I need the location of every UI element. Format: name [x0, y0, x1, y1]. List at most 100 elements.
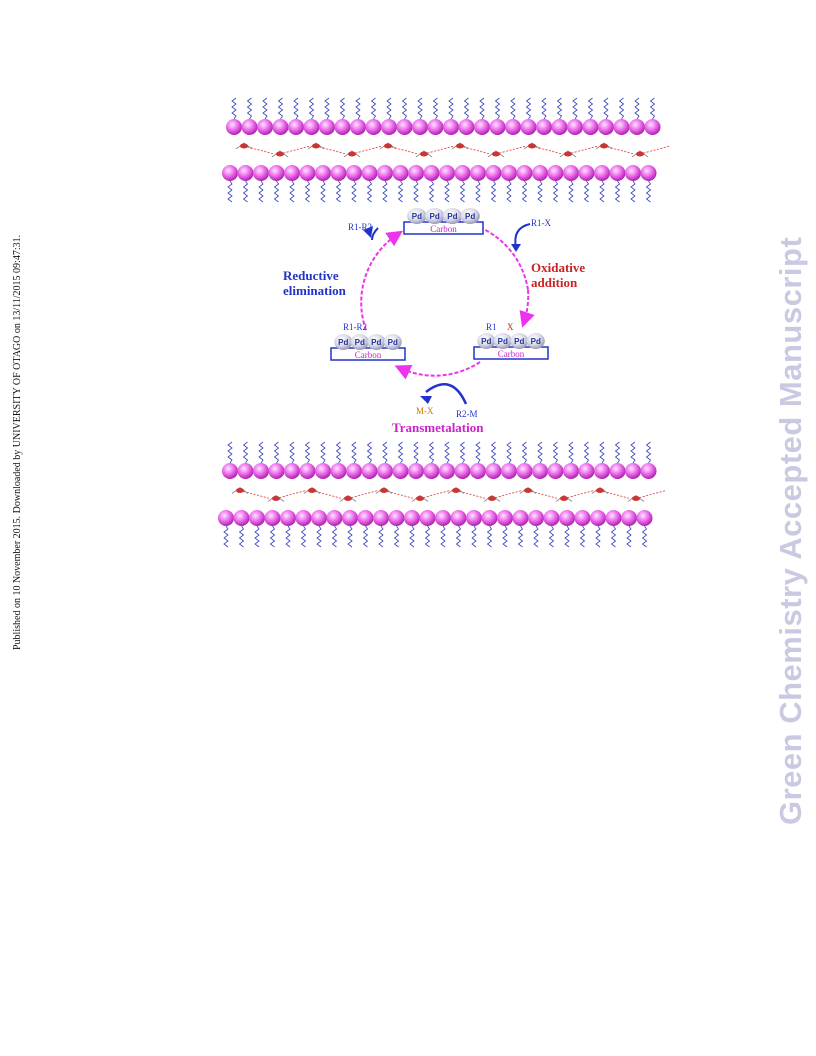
lipid-head [551, 119, 568, 135]
pd-label: Pd [355, 338, 365, 347]
lipid-tail [277, 97, 284, 120]
lipid-head [470, 463, 486, 479]
lipid-head [241, 119, 258, 135]
lipid-tail [552, 180, 559, 203]
lipid-head [311, 510, 327, 526]
interior-group [348, 151, 356, 157]
interior-link [531, 145, 563, 155]
lipid-tail [227, 441, 233, 464]
lipid-head [249, 510, 265, 526]
pd-label: Pd [481, 337, 491, 346]
pd-atom [334, 334, 353, 350]
lipid-tail [304, 441, 311, 464]
lipid-tail [246, 97, 253, 120]
interior-group [380, 488, 388, 493]
interior-molecule [379, 142, 397, 150]
lipid-tail [506, 441, 512, 464]
label-byproduct: M-X [416, 406, 434, 416]
interior-molecule [627, 495, 645, 502]
interior-group [384, 143, 392, 149]
interior-link [351, 145, 383, 155]
lipid-head [408, 463, 424, 479]
lipid-head [497, 510, 513, 526]
interior-molecule [519, 487, 537, 494]
lipid-tail [355, 97, 361, 120]
interior-link [455, 490, 487, 499]
lipid-tail [366, 441, 373, 464]
lipid-head [435, 510, 451, 526]
lipid-head [439, 165, 455, 181]
lipid-head [563, 463, 579, 479]
lipid-head [609, 165, 626, 181]
lipid-tail [382, 441, 388, 464]
lipid-head [609, 463, 626, 479]
interior-link [423, 145, 455, 155]
lipid-tail [378, 525, 384, 548]
lipid-head [501, 463, 517, 479]
lipid-head [636, 510, 653, 526]
lipid-tail [316, 525, 322, 548]
interior-group [456, 143, 464, 149]
carbon-support [330, 347, 406, 361]
label-elimination: elimination [283, 283, 347, 298]
interior-group [416, 496, 424, 501]
lipid-head [547, 165, 564, 181]
lipid-head [237, 165, 254, 181]
lipid-tail [293, 97, 299, 120]
lipid-tail [568, 180, 574, 203]
lipid-head [423, 165, 440, 181]
lipid-tail [444, 180, 450, 203]
lipid-head [357, 510, 374, 526]
lipid-tail [564, 525, 570, 548]
lipid-tail [448, 97, 454, 120]
lipid-head [396, 119, 413, 135]
lipid-head [284, 463, 300, 479]
lipid-head [625, 463, 641, 479]
lipid-tail [231, 97, 237, 120]
lipid-tail [413, 180, 419, 203]
lipid-head [439, 463, 455, 479]
lipid-head [598, 119, 614, 135]
lipid-tail [626, 525, 632, 548]
interior-molecule [411, 495, 429, 502]
lipid-head [315, 165, 331, 181]
interior-molecule [555, 495, 573, 502]
lipid-tail [393, 525, 400, 548]
lipid-tail [645, 180, 652, 203]
carbon-label: Carbon [430, 224, 457, 234]
lipid-tail [599, 441, 605, 464]
lipid-tail [475, 180, 481, 203]
interior-link [599, 490, 631, 499]
lipid-head [532, 165, 548, 181]
lipid-tail [502, 525, 508, 548]
lipid-head [404, 510, 420, 526]
membrane-bilayer-bottom [218, 441, 667, 548]
lipid-tail [351, 441, 357, 464]
interior-molecule [271, 150, 289, 158]
lipid-tail [370, 97, 377, 120]
interior-molecule [595, 142, 613, 150]
lipid-head [330, 463, 347, 479]
interior-link [383, 490, 415, 499]
lipid-head [454, 165, 471, 181]
interior-group [632, 496, 640, 501]
lipid-head [346, 463, 362, 479]
lipid-tail [486, 525, 493, 548]
lipid-tail [324, 97, 330, 120]
lipid-head [295, 510, 312, 526]
lipid-head [470, 165, 486, 181]
pd-label: Pd [531, 337, 541, 346]
lipid-head [481, 510, 498, 526]
lipid-head [516, 165, 533, 181]
lipid-head [373, 510, 389, 526]
lipid-head [582, 119, 599, 135]
carbon-label: Carbon [355, 350, 382, 360]
interior-link [315, 145, 347, 155]
lipid-head [350, 119, 366, 135]
lipid-tail [568, 441, 574, 464]
lipid-head [233, 510, 250, 526]
interior-link [419, 490, 451, 499]
pd-label: Pd [338, 338, 348, 347]
